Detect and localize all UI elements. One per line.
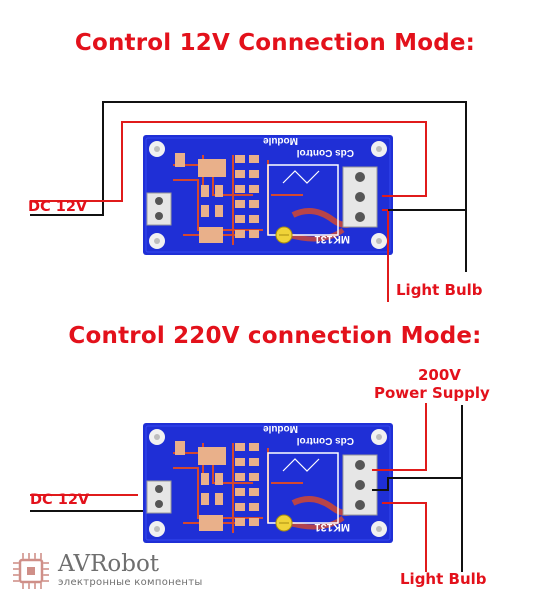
wires-section1 [30, 101, 467, 302]
board-section1 [143, 135, 393, 255]
board2-model-text: MK131 [315, 521, 350, 533]
section1-light-bulb-label: Light Bulb [396, 281, 483, 299]
watermark-tagline: электронные компоненты [58, 577, 203, 588]
section1-title: Control 12V Connection Mode: [74, 30, 476, 56]
section2-title: Control 220V connection Mode: [68, 323, 482, 349]
board2-silkscreen-line1: Cds Control [297, 435, 354, 446]
section2-dc-label: DC 12V [30, 492, 90, 508]
section2-supply-voltage-label: 200V [418, 366, 461, 384]
board1-silkscreen-line2: Module [263, 135, 298, 146]
wires-section2 [30, 403, 463, 572]
section2-light-bulb-label: Light Bulb [400, 570, 487, 588]
board2-silkscreen-line2: Module [263, 423, 298, 434]
watermark-brand: AVRobot [58, 551, 160, 577]
board1-silkscreen-line1: Cds Control [297, 147, 354, 158]
board-section2 [143, 423, 393, 543]
chip-icon [13, 553, 49, 589]
section1-dc-label: DC 12V [28, 199, 88, 215]
board1-model-text: MK131 [315, 233, 350, 245]
section2-supply-label: Power Supply [374, 384, 490, 402]
